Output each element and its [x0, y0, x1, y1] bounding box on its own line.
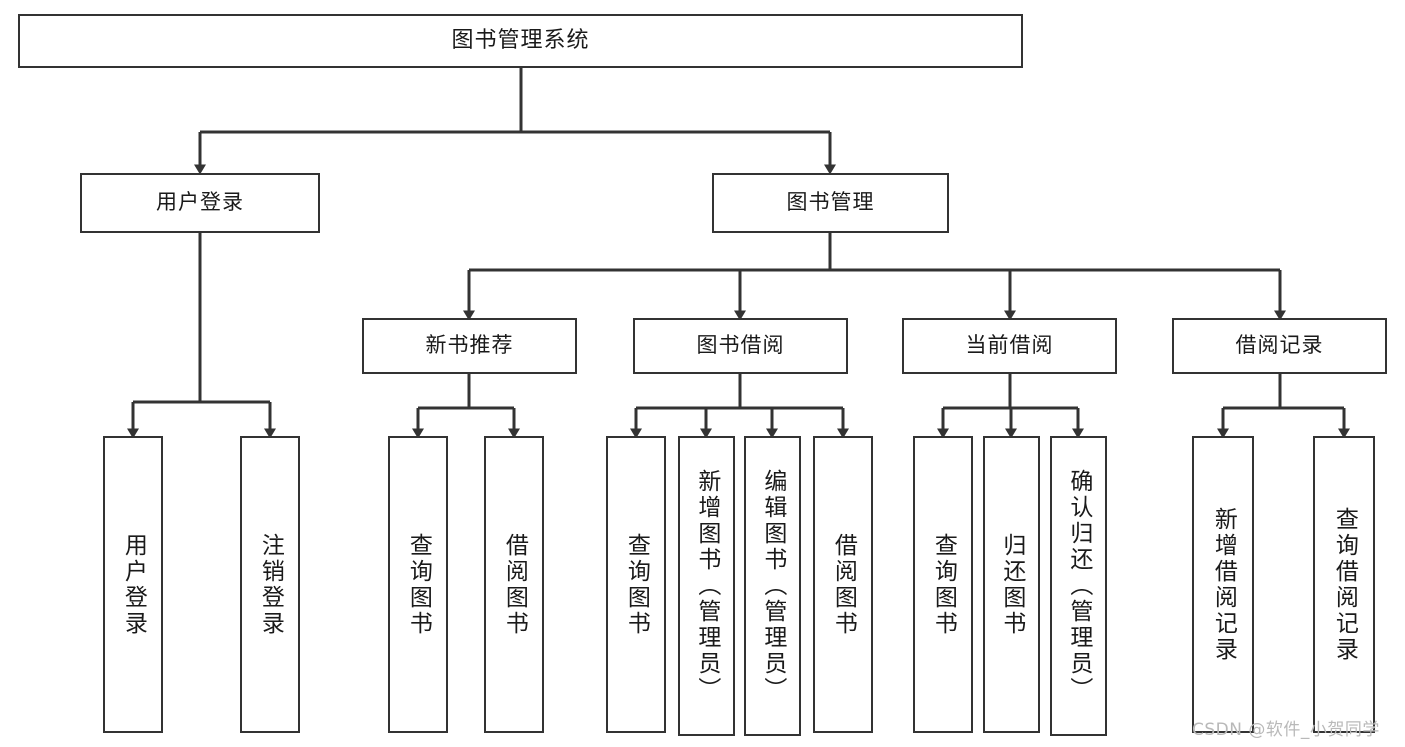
node-root-system[interactable]: 图书管理系统 [18, 14, 1023, 68]
node-borrow-record[interactable]: 借阅记录 [1172, 318, 1387, 374]
node-leaf-user-logout[interactable]: 注销登录 [240, 436, 300, 733]
node-book-borrow[interactable]: 图书借阅 [633, 318, 848, 374]
node-leaf-borrow-edit-book-admin[interactable]: 编辑图书（管理员） [744, 436, 801, 736]
node-new-book-recommend[interactable]: 新书推荐 [362, 318, 577, 374]
node-leaf-borrow-add-book-admin[interactable]: 新增图书（管理员） [678, 436, 735, 736]
node-leaf-current-query-book[interactable]: 查询图书 [913, 436, 973, 733]
node-leaf-borrow-borrow-book[interactable]: 借阅图书 [813, 436, 873, 733]
node-leaf-user-login[interactable]: 用户登录 [103, 436, 163, 733]
node-current-borrow[interactable]: 当前借阅 [902, 318, 1117, 374]
node-book-manage[interactable]: 图书管理 [712, 173, 949, 233]
node-user-login[interactable]: 用户登录 [80, 173, 320, 233]
node-leaf-recommend-query-book[interactable]: 查询图书 [388, 436, 448, 733]
node-leaf-record-query[interactable]: 查询借阅记录 [1313, 436, 1375, 733]
node-leaf-borrow-query-book[interactable]: 查询图书 [606, 436, 666, 733]
node-leaf-current-confirm-return-admin[interactable]: 确认归还（管理员） [1050, 436, 1107, 736]
node-leaf-record-add[interactable]: 新增借阅记录 [1192, 436, 1254, 733]
node-leaf-recommend-borrow-book[interactable]: 借阅图书 [484, 436, 544, 733]
node-leaf-current-return-book[interactable]: 归还图书 [983, 436, 1040, 733]
